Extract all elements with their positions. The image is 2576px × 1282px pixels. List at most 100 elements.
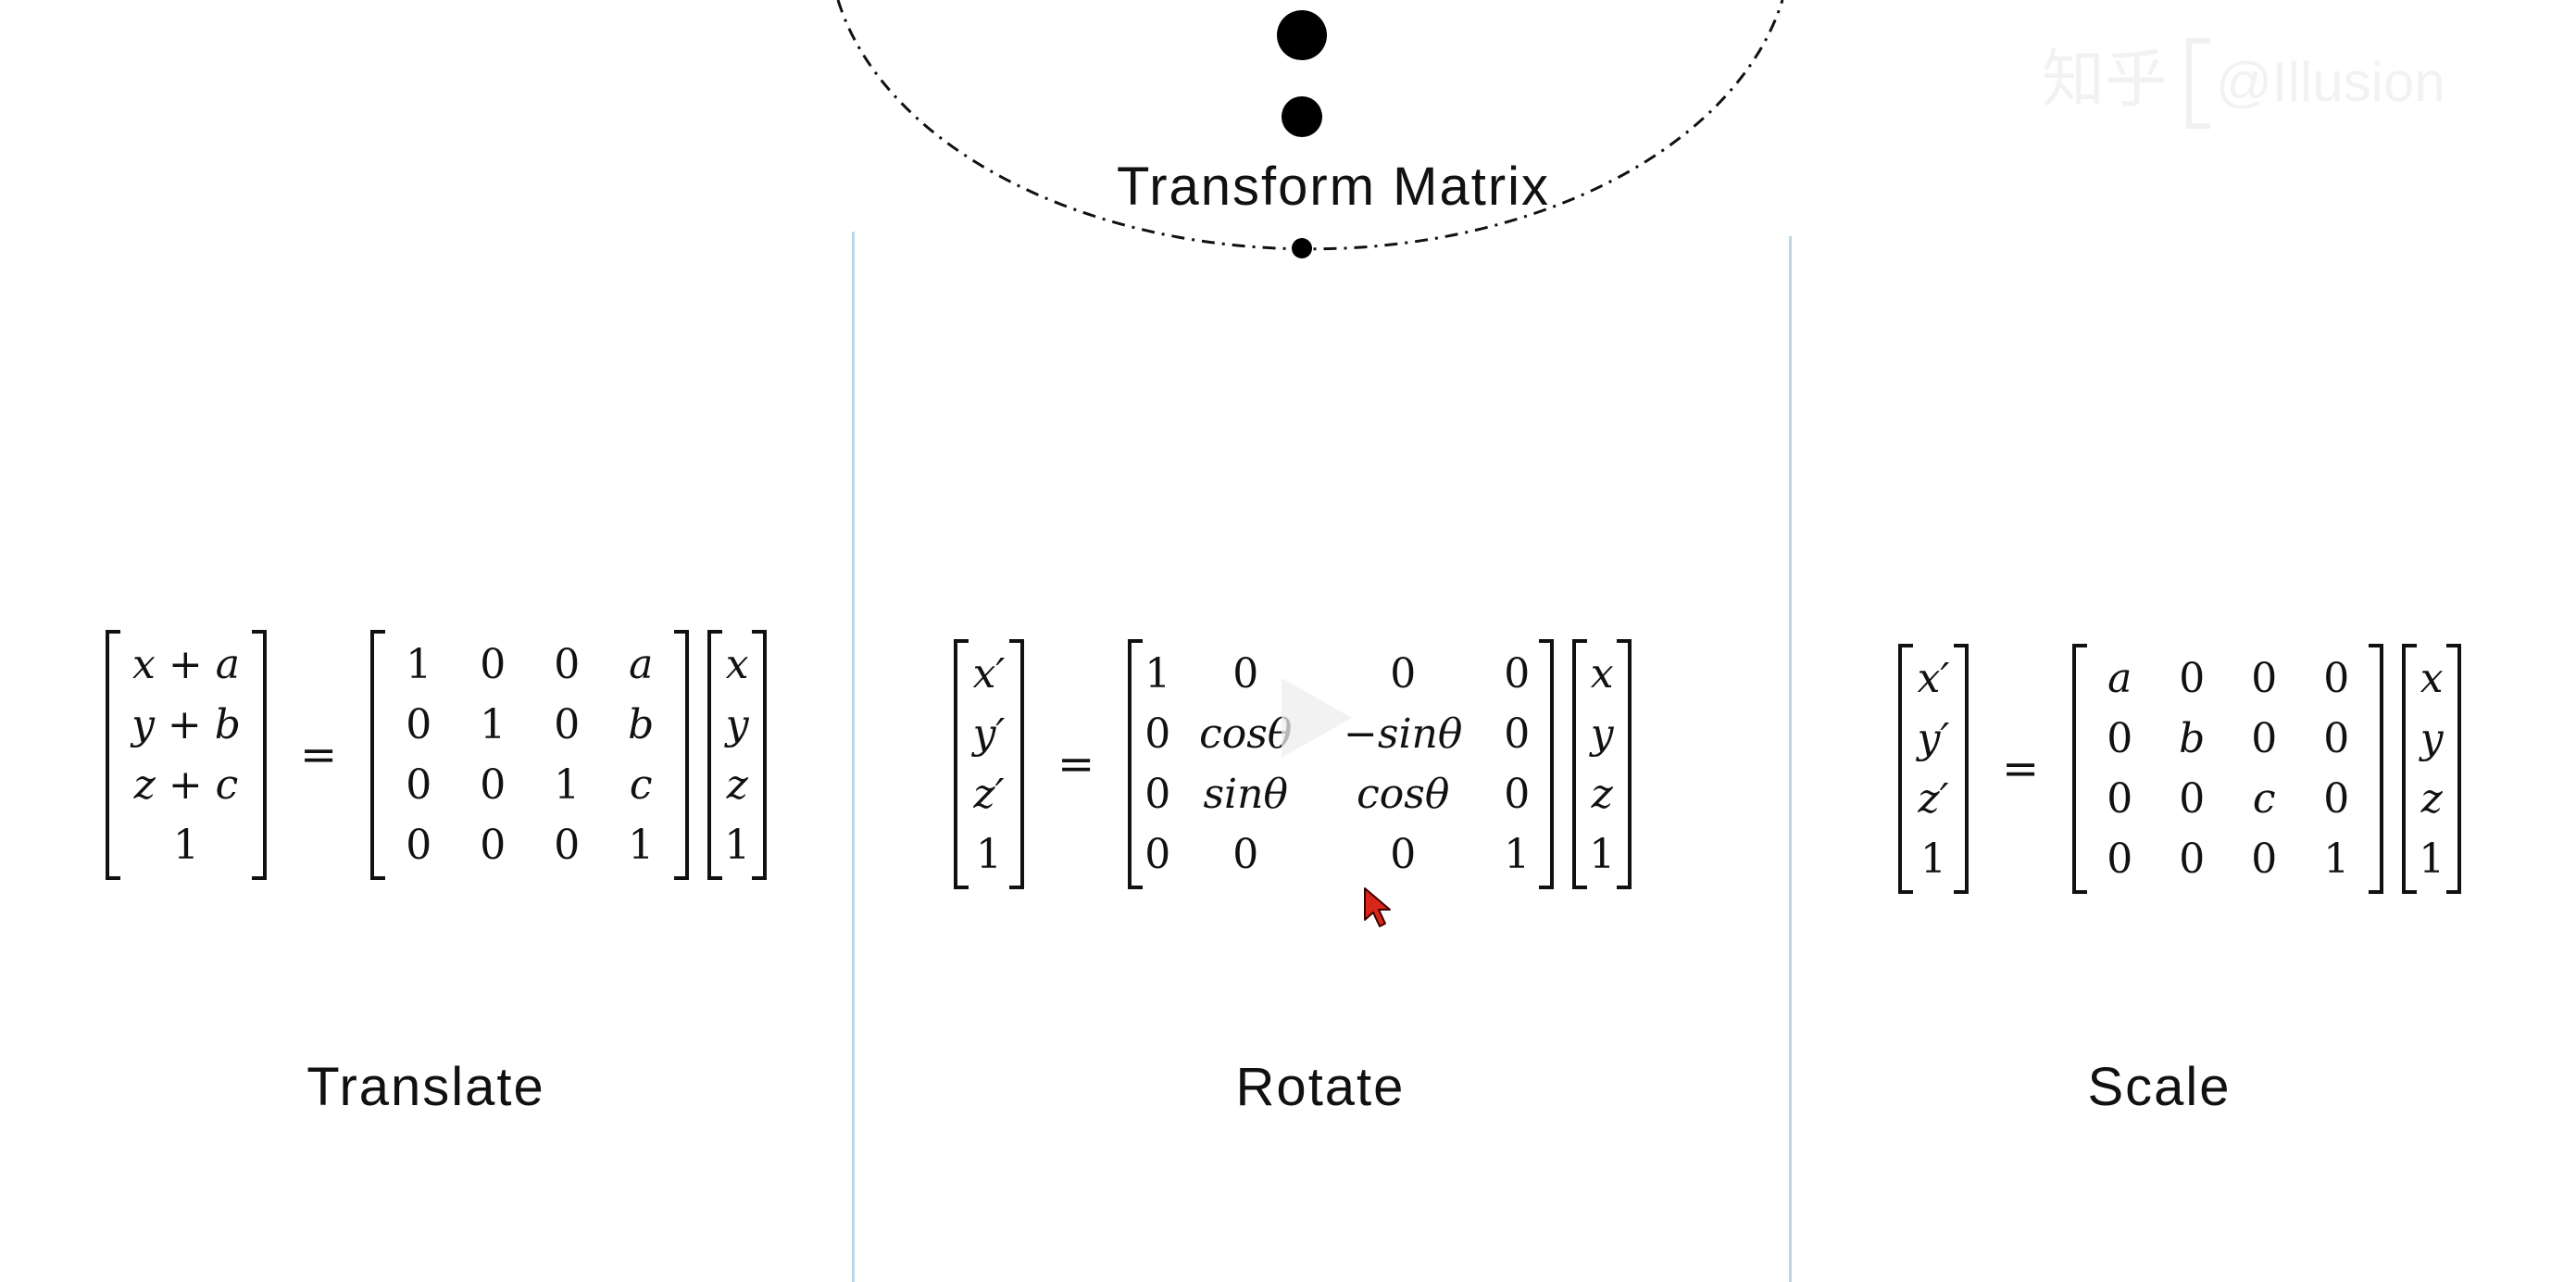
play-icon[interactable]: [1280, 676, 1354, 760]
matrix-cell: 0: [2107, 836, 2133, 883]
matrix-cell: 0: [2323, 655, 2350, 702]
matrix-cell: b: [628, 701, 655, 748]
matrix-cell: a: [2107, 655, 2132, 702]
translate-matrix: 1 0 0 a 0 1 0 b 0 0 1 c 0 0 0 1: [370, 630, 690, 880]
matrix-cell: 1: [480, 701, 506, 748]
watermark: 知乎 @Illusion: [2042, 28, 2445, 130]
matrix-cell: 0: [480, 641, 506, 688]
matrix-cell: 1: [554, 761, 581, 809]
watermark-site: 知乎: [2042, 44, 2169, 117]
matrix-cell: 0: [2107, 715, 2133, 762]
scale-label: Scale: [2087, 1057, 2232, 1117]
translate-rhs-vector: x y z 1: [707, 630, 768, 880]
translate-equation: x + a y + b z + c 1 = 1 0 0 a 0 1 0 b 0 …: [96, 630, 776, 880]
matrix-cell: 0: [2251, 655, 2278, 702]
dot-small-icon: [1292, 238, 1312, 258]
mouse-cursor-icon: [1364, 887, 1391, 927]
vector-cell: x: [1590, 650, 1614, 698]
dot-medium-icon: [1282, 96, 1322, 137]
rotate-lhs-vector: x′ y′ z′ 1: [954, 639, 1024, 889]
vector-cell: z′: [1918, 775, 1949, 823]
equals-sign: =: [1057, 738, 1095, 790]
vector-cell: y + b: [131, 701, 241, 748]
matrix-cell: 0: [1144, 771, 1171, 818]
matrix-cell: 1: [628, 822, 655, 869]
matrix-cell: 0: [1390, 831, 1417, 878]
matrix-cell: −sinθ: [1344, 710, 1463, 758]
vector-cell: z + c: [133, 761, 239, 809]
matrix-cell: 0: [406, 761, 432, 809]
matrix-cell: 0: [554, 822, 581, 869]
matrix-cell: 0: [1144, 831, 1171, 878]
scale-rhs-vector: x y z 1: [2402, 644, 2462, 894]
vector-cell: y: [2420, 715, 2444, 762]
dash-dot-arc: [836, 0, 1784, 251]
watermark-bracket-icon: [2186, 38, 2211, 130]
matrix-cell: 0: [2251, 836, 2278, 883]
vector-cell: x: [2420, 655, 2444, 702]
rotate-matrix: 1 0 0 0 0 cosθ −sinθ 0 0 sinθ cosθ 0 0 0…: [1128, 639, 1555, 889]
matrix-cell: sinθ: [1203, 771, 1288, 818]
matrix-cell: 0: [2179, 836, 2206, 883]
rotate-rhs-vector: x y z 1: [1572, 639, 1632, 889]
matrix-cell: 0: [2323, 715, 2350, 762]
matrix-cell: 0: [554, 641, 581, 688]
matrix-cell: 0: [2179, 655, 2206, 702]
vector-cell: 1: [1920, 836, 1946, 883]
matrix-cell: 0: [2179, 775, 2206, 823]
rotate-equation: x′ y′ z′ 1 = 1 0 0 0 0 cosθ −sinθ 0 0 si…: [944, 639, 1641, 889]
equals-sign: =: [2002, 743, 2040, 795]
matrix-cell: 0: [554, 701, 581, 748]
matrix-cell: a: [629, 641, 654, 688]
matrix-cell: 0: [1504, 771, 1531, 818]
vector-cell: x′: [1917, 655, 1950, 702]
matrix-cell: 0: [1390, 650, 1417, 698]
vector-cell: x: [725, 641, 749, 688]
watermark-handle: @Illusion: [2216, 51, 2445, 113]
matrix-cell: 0: [1504, 650, 1531, 698]
vector-cell: 1: [724, 822, 751, 869]
page-title: Transform Matrix: [1116, 157, 1551, 217]
dot-large-icon: [1277, 10, 1327, 60]
divider-right: [1789, 236, 1792, 1282]
vector-cell: 1: [2419, 836, 2445, 883]
equals-sign: =: [300, 729, 338, 781]
vector-cell: 1: [976, 831, 1002, 878]
vector-cell: y: [1590, 710, 1614, 758]
matrix-cell: 0: [406, 822, 432, 869]
vector-cell: 1: [1589, 831, 1616, 878]
matrix-cell: 1: [1504, 831, 1531, 878]
matrix-cell: 1: [2323, 836, 2350, 883]
matrix-cell: 0: [480, 822, 506, 869]
vector-cell: y′: [972, 710, 1006, 758]
translate-label: Translate: [306, 1057, 545, 1117]
scale-lhs-vector: x′ y′ z′ 1: [1898, 644, 1969, 894]
matrix-cell: 0: [2107, 775, 2133, 823]
vector-cell: y′: [1917, 715, 1950, 762]
vector-cell: z: [2420, 775, 2443, 823]
vector-cell: z: [1591, 771, 1613, 818]
matrix-cell: 0: [1504, 710, 1531, 758]
matrix-cell: cosθ: [1357, 771, 1450, 818]
matrix-cell: cosθ: [1199, 710, 1293, 758]
matrix-cell: b: [2179, 715, 2206, 762]
matrix-cell: 0: [2323, 775, 2350, 823]
matrix-cell: 1: [406, 641, 432, 688]
matrix-cell: 0: [406, 701, 432, 748]
rotate-label: Rotate: [1235, 1057, 1406, 1117]
vector-cell: z: [726, 761, 748, 809]
matrix-cell: 0: [1232, 831, 1259, 878]
scale-matrix: a 0 0 0 0 b 0 0 0 0 c 0 0 0 0 1: [2072, 644, 2384, 894]
matrix-cell: c: [2252, 775, 2276, 823]
vector-cell: x′: [972, 650, 1006, 698]
vector-cell: z′: [973, 771, 1005, 818]
vector-cell: x + a: [132, 641, 240, 688]
vector-cell: 1: [173, 822, 199, 869]
divider-left: [852, 232, 855, 1282]
matrix-cell: 0: [480, 761, 506, 809]
matrix-cell: 0: [2251, 715, 2278, 762]
matrix-cell: 0: [1144, 710, 1171, 758]
translate-lhs-vector: x + a y + b z + c 1: [106, 630, 267, 880]
matrix-cell: 1: [1144, 650, 1171, 698]
